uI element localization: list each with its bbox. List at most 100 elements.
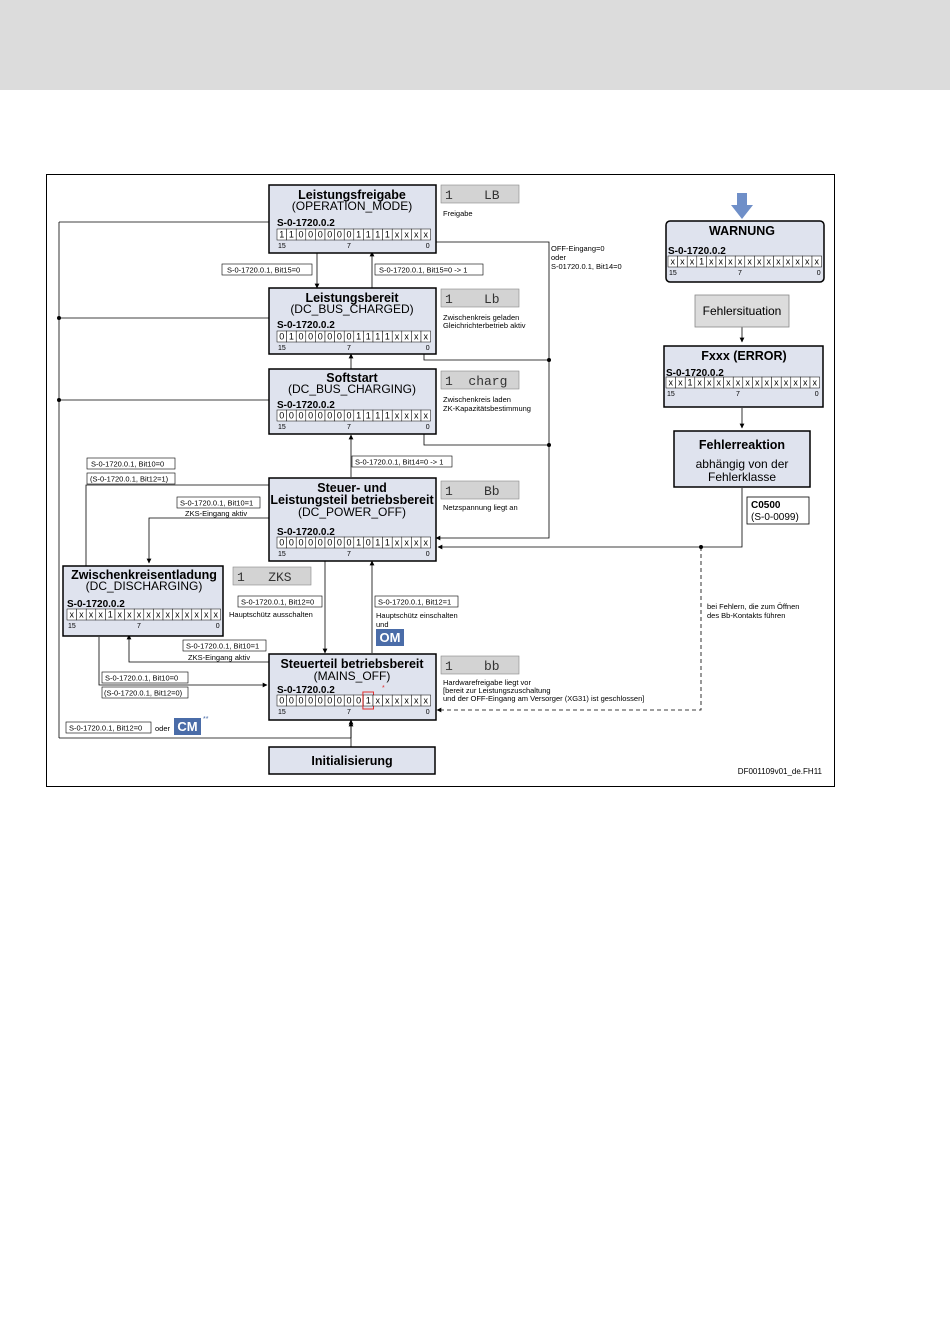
bit-value: 0 (327, 411, 332, 421)
bit-value: x (690, 257, 695, 267)
bit-value: 0 (298, 230, 303, 240)
bit-cell (420, 330, 431, 343)
register-label: S-0-1720.0.2 (277, 527, 335, 538)
bit-value: x (717, 378, 722, 388)
state-fehlerreaktion: Fehlerreaktion abhängig von der Fehlerkl… (673, 430, 811, 488)
cm-badge-label: CM (177, 719, 197, 734)
bit-cell (811, 255, 822, 268)
bit-value: x (414, 411, 419, 421)
bit-index-label: 0 (426, 345, 430, 352)
footnote-star: * (382, 685, 385, 692)
bit-index-label: 7 (738, 270, 742, 277)
bit-value: 1 (289, 332, 294, 342)
condition-label: des Bb-Kontakts führen (707, 611, 785, 620)
condition-label: (S-0-1720.0.1, Bit12=0) (104, 689, 183, 698)
condition-label: Hauptschütz einschalten (376, 611, 458, 620)
bit-value: 0 (318, 411, 323, 421)
bit-value: 0 (298, 696, 303, 706)
display-mains-off: 1 bb Hardwarefreigabe liegt vor [bereit … (440, 655, 644, 703)
bit-value: 0 (289, 696, 294, 706)
state-operation-mode: Leistungsfreigabe (OPERATION_MODE) S-0-1… (268, 184, 437, 254)
bit-value: x (166, 610, 171, 620)
display-dc-bus-charging: 1 charg Zwischenkreis laden ZK-Kapazität… (440, 370, 531, 413)
display-text: 1 Lb (445, 292, 500, 307)
bit-value: 0 (308, 230, 313, 240)
bit-value: x (709, 257, 714, 267)
bit-value: 0 (289, 411, 294, 421)
bit-value: 1 (699, 257, 704, 267)
state-title: Fehlerreaktion (699, 438, 785, 452)
bit-value: x (89, 610, 94, 620)
error-code: C0500 (751, 500, 781, 511)
display-operation-mode: 1 LB Freigabe (440, 184, 520, 218)
bit-index-label: 15 (278, 345, 286, 352)
bit-value: x (204, 610, 209, 620)
bit-value: x (747, 257, 752, 267)
condition-label: S-0-1720.0.1, Bit15=0 -> 1 (379, 266, 467, 275)
display-dc-discharging: 1 ZKS (232, 566, 312, 586)
bit-index-label: 0 (426, 424, 430, 431)
state-title: Steuerteil betriebsbereit (280, 657, 424, 671)
bit-value: 1 (375, 332, 380, 342)
bit-index-label: 7 (137, 623, 141, 630)
bit-value: x (385, 696, 390, 706)
state-mains-off: Steuerteil betriebsbereit (MAINS_OFF) S-… (268, 653, 437, 721)
bit-value: x (137, 610, 142, 620)
bit-value: x (376, 696, 381, 706)
bit-value: 1 (366, 332, 371, 342)
state-subtitle: (OPERATION_MODE) (292, 199, 412, 213)
bit-index-label: 7 (347, 243, 351, 250)
bit-value: 0 (327, 230, 332, 240)
bit-value: x (424, 230, 429, 240)
bit-value: 0 (308, 538, 313, 548)
bit-value: x (404, 696, 409, 706)
state-subtitle: (DC_DISCHARGING) (86, 579, 203, 593)
condition-label: S-0-1720.0.1, Bit14=0 -> 1 (355, 458, 443, 467)
register-label: S-0-1720.0.2 (277, 400, 335, 411)
bit-value: 0 (318, 230, 323, 240)
bit-value: 0 (289, 538, 294, 548)
bit-index-label: 7 (347, 424, 351, 431)
bit-value: 1 (375, 411, 380, 421)
bit-value: 1 (687, 378, 692, 388)
bit-value: x (395, 696, 400, 706)
bit-value: x (669, 378, 674, 388)
bit-value: x (795, 257, 800, 267)
bit-value: 0 (298, 332, 303, 342)
bit-value: x (424, 411, 429, 421)
bit-value: x (671, 257, 676, 267)
state-subtitle: (DC_BUS_CHARGING) (288, 382, 416, 396)
bit-index-label: 15 (278, 424, 286, 431)
display-text: 1 charg (445, 374, 507, 389)
register-label: S-0-1720.0.2 (668, 246, 726, 257)
state-dc-power-off: Steuer- und Leistungsteil betriebsbereit… (268, 477, 437, 562)
bit-value: x (680, 257, 685, 267)
register-label: S-0-1720.0.2 (666, 368, 724, 379)
bit-value: 0 (346, 332, 351, 342)
bit-value: x (803, 378, 808, 388)
display-dc-power-off: 1 Bb Netzspannung liegt an (440, 480, 520, 512)
register-label: S-0-1720.0.2 (277, 685, 335, 696)
bit-value: 0 (279, 411, 284, 421)
bit-value: x (697, 378, 702, 388)
bit-value: x (424, 332, 429, 342)
state-title: Zwischenkreisentladung (71, 568, 217, 582)
bit-value: x (805, 257, 810, 267)
bit-value: 0 (337, 332, 342, 342)
bit-value: 1 (108, 610, 113, 620)
state-description: Hardwarefreigabe liegt vor (443, 678, 531, 687)
bit-cell (210, 608, 221, 621)
bit-index-label: 0 (426, 709, 430, 716)
bit-index-label: 0 (426, 243, 430, 250)
state-title: Leistungsfreigabe (298, 188, 406, 202)
bit-value: 1 (356, 230, 361, 240)
bit-value: 0 (318, 696, 323, 706)
bit-value: x (414, 230, 419, 240)
condition-label: Hauptschütz ausschalten (229, 610, 313, 619)
bit-value: x (79, 610, 84, 620)
condition-label: S-01720.0.1, Bit14=0 (551, 262, 622, 271)
state-description: Netzspannung liegt an (443, 503, 518, 512)
